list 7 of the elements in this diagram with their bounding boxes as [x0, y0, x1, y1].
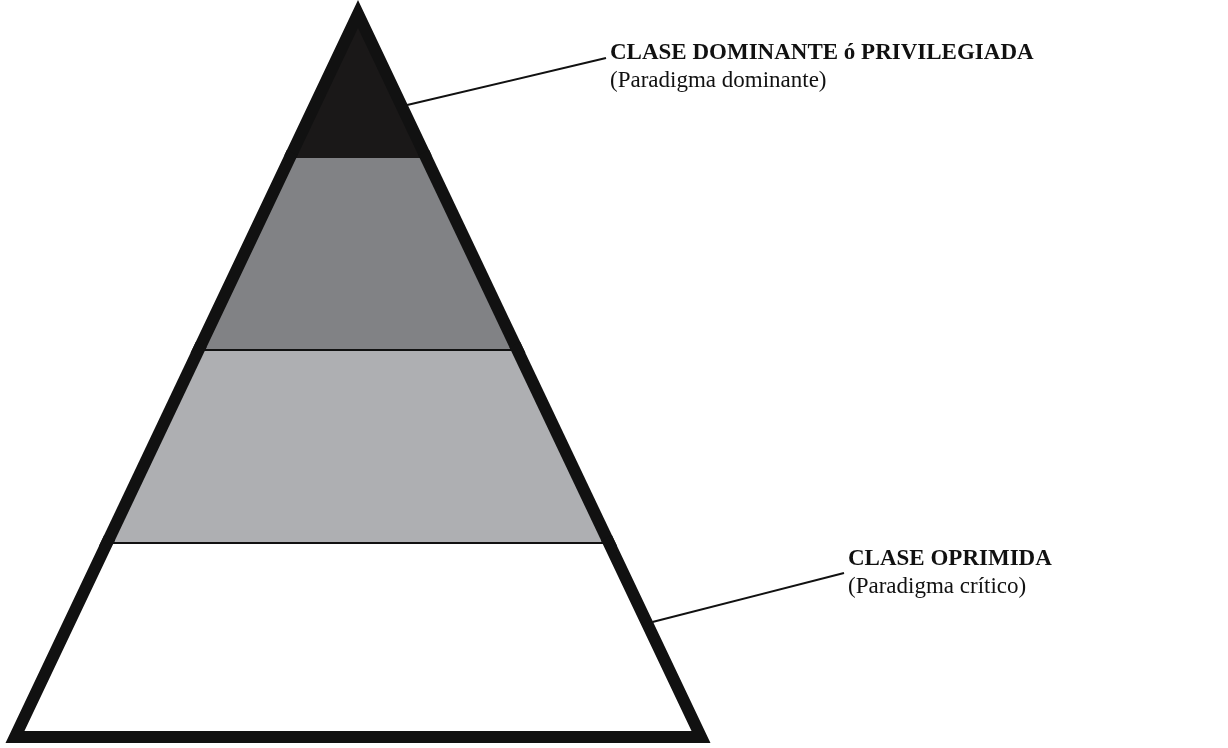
class-label: CLASE DOMINANTE ó PRIVILEGIADA	[610, 38, 1034, 66]
paradigm-label: (Paradigma dominante)	[610, 66, 827, 94]
leader-line	[651, 572, 845, 623]
paradigm-label: (Paradigma crítico)	[848, 572, 1027, 600]
pyramid-layer	[5, 537, 711, 743]
leader-line	[406, 57, 607, 106]
class-label: CLASE OPRIMIDA	[848, 544, 1052, 572]
